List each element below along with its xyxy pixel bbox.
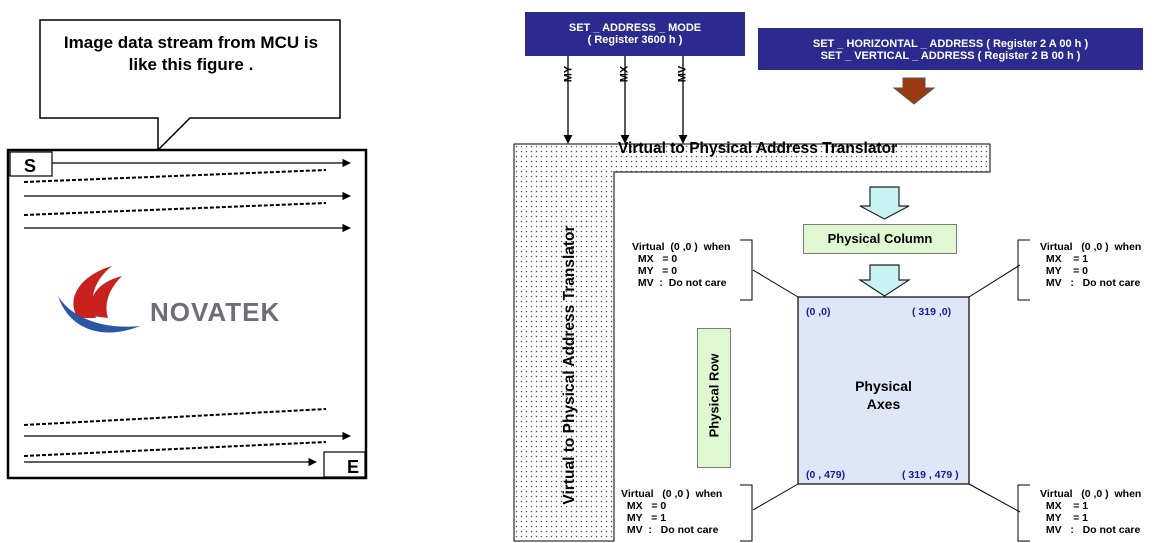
- start-box: [9, 151, 53, 177]
- start-label: S: [24, 156, 37, 176]
- addr-line-1: SET _ HORIZONTAL _ ADDRESS ( Register 2 …: [812, 38, 1089, 50]
- vertical-translator-label: Virtual to Physical Address Translator: [561, 225, 578, 505]
- addr-line-2: SET _ VERTICAL _ ADDRESS ( Register 2 B …: [820, 50, 1081, 62]
- physical-row-box: Physical Row: [697, 328, 731, 468]
- bracket-bottom-left: [740, 484, 753, 542]
- mode-line-1: SET _ ADDRESS _ MODE: [568, 22, 702, 34]
- column-arrow-2: [857, 264, 912, 297]
- retrace-line-2: [23, 202, 327, 216]
- leader-top-left: [752, 269, 799, 298]
- corner-bottom-left-text: Virtual (0 ,0 ) when MX = 0 MY = 1 MV : …: [621, 488, 723, 536]
- retrace-line-4: [23, 441, 327, 457]
- leader-bottom-right: [968, 483, 1021, 513]
- translator-l-shape: [513, 143, 991, 542]
- physical-row-label: Physical Row: [706, 353, 722, 438]
- coord-bottom-right: ( 319 , 479 ): [902, 469, 959, 481]
- set-address-box: SET _ HORIZONTAL _ ADDRESS ( Register 2 …: [758, 28, 1143, 70]
- bracket-top-right: [1017, 239, 1030, 301]
- leader-bottom-left: [752, 483, 799, 511]
- address-arrow: [892, 77, 936, 105]
- mv-label: MV: [676, 65, 689, 83]
- novatek-logo-text: NOVATEK: [150, 297, 281, 327]
- end-box: [323, 451, 366, 478]
- physical-axes-label: Physical Axes: [798, 377, 969, 413]
- bracket-top-left: [740, 239, 753, 301]
- coord-top-left: (0 ,0): [806, 306, 831, 318]
- callout-text: Image data stream from MCU is like this …: [63, 33, 319, 74]
- corner-top-right-text: Virtual (0 ,0 ) when MX = 1 MY = 0 MV : …: [1040, 241, 1142, 289]
- leader-top-right: [968, 264, 1021, 298]
- mx-label: MX: [618, 65, 631, 83]
- end-label: E: [347, 457, 360, 477]
- physical-column-box: Physical Column: [803, 224, 957, 254]
- axes-line-2: Axes: [866, 396, 901, 412]
- physical-axes-box: [797, 296, 970, 485]
- my-label: MY: [562, 65, 575, 83]
- mode-line-2: ( Register 3600 h ): [587, 34, 683, 46]
- novatek-logo-mark: [58, 266, 140, 333]
- set-address-mode-box: SET _ ADDRESS _ MODE ( Register 3600 h ): [525, 12, 745, 56]
- axes-line-1: Physical: [855, 378, 912, 394]
- callout-bubble: [39, 19, 341, 152]
- retrace-line-3: [23, 408, 327, 426]
- corner-bottom-right-text: Virtual (0 ,0 ) when MX = 1 MY = 1 MV : …: [1040, 488, 1142, 536]
- bracket-bottom-right: [1017, 484, 1030, 542]
- coord-bottom-left: (0 , 479): [806, 469, 846, 481]
- horizontal-translator-label: Virtual to Physical Address Translator: [618, 140, 898, 157]
- corner-top-left-text: Virtual (0 ,0 ) when MX = 0 MY = 0 MV : …: [632, 241, 731, 289]
- coord-top-right: ( 319 ,0): [912, 306, 952, 318]
- retrace-line-1: [23, 169, 327, 183]
- column-arrow-1: [859, 186, 910, 220]
